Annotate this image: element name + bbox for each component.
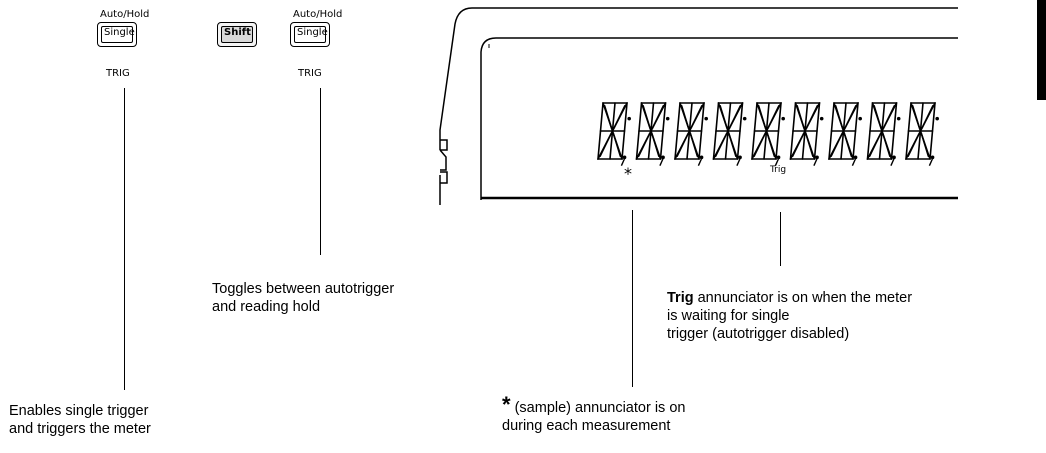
single-button-2[interactable]: Single bbox=[290, 22, 330, 47]
trig-callout-line2: is waiting for single bbox=[667, 308, 790, 324]
trig-callout: Trig annunciator is on when the meter is… bbox=[667, 289, 912, 343]
trig-annunciator: Trig bbox=[770, 165, 787, 175]
display-digit bbox=[635, 102, 670, 167]
display-digit bbox=[905, 102, 939, 167]
display-digit bbox=[789, 102, 824, 167]
shift-button-label: Shift bbox=[221, 26, 253, 43]
display-digit bbox=[866, 102, 901, 167]
leader-line-trig bbox=[780, 212, 781, 266]
enable-callout-line1: Enables single trigger bbox=[9, 403, 149, 419]
sample-callout-line2: during each measurement bbox=[502, 418, 671, 434]
auto-hold-label-2: Auto/Hold bbox=[293, 9, 343, 20]
sample-callout-line1-rest: (sample) annunciator is on bbox=[510, 400, 686, 416]
display-digit bbox=[712, 102, 747, 167]
enable-callout-line2: and triggers the meter bbox=[9, 421, 151, 437]
shift-button[interactable]: Shift bbox=[217, 22, 257, 47]
single-button-label: Single bbox=[101, 26, 135, 43]
toggle-callout-line2: and reading hold bbox=[212, 299, 321, 315]
single-button[interactable]: Single bbox=[97, 22, 137, 47]
sample-callout: * (sample) annunciator is on during each… bbox=[502, 394, 686, 435]
display-digit bbox=[674, 102, 708, 167]
trig-callout-line1-rest: annunciator is on when the meter bbox=[693, 290, 913, 306]
leader-line-sample bbox=[632, 210, 633, 387]
leader-line-enable bbox=[124, 88, 125, 390]
leader-line-toggle bbox=[320, 88, 321, 255]
trig-callout-line3: trigger (autotrigger disabled) bbox=[667, 326, 850, 342]
trig-callout-line1: Trig annunciator is on when the meter bbox=[667, 289, 912, 307]
display-digit bbox=[751, 102, 785, 167]
sample-callout-line1: * (sample) annunciator is on bbox=[502, 394, 686, 417]
sample-callout-star: * bbox=[502, 392, 511, 417]
display-digit bbox=[828, 102, 862, 167]
toggle-callout: Toggles between autotrigger and reading … bbox=[212, 280, 394, 316]
auto-hold-label: Auto/Hold bbox=[100, 9, 150, 20]
enable-callout: Enables single trigger and triggers the … bbox=[9, 402, 151, 438]
trig-callout-bold: Trig bbox=[667, 290, 694, 306]
trig-label: TRIG bbox=[106, 68, 130, 79]
display-digit bbox=[597, 102, 631, 167]
toggle-callout-line1: Toggles between autotrigger bbox=[212, 281, 395, 297]
trig-label-2: TRIG bbox=[298, 68, 322, 79]
sample-annunciator: * bbox=[624, 164, 632, 183]
single-button-label-2: Single bbox=[294, 26, 328, 43]
